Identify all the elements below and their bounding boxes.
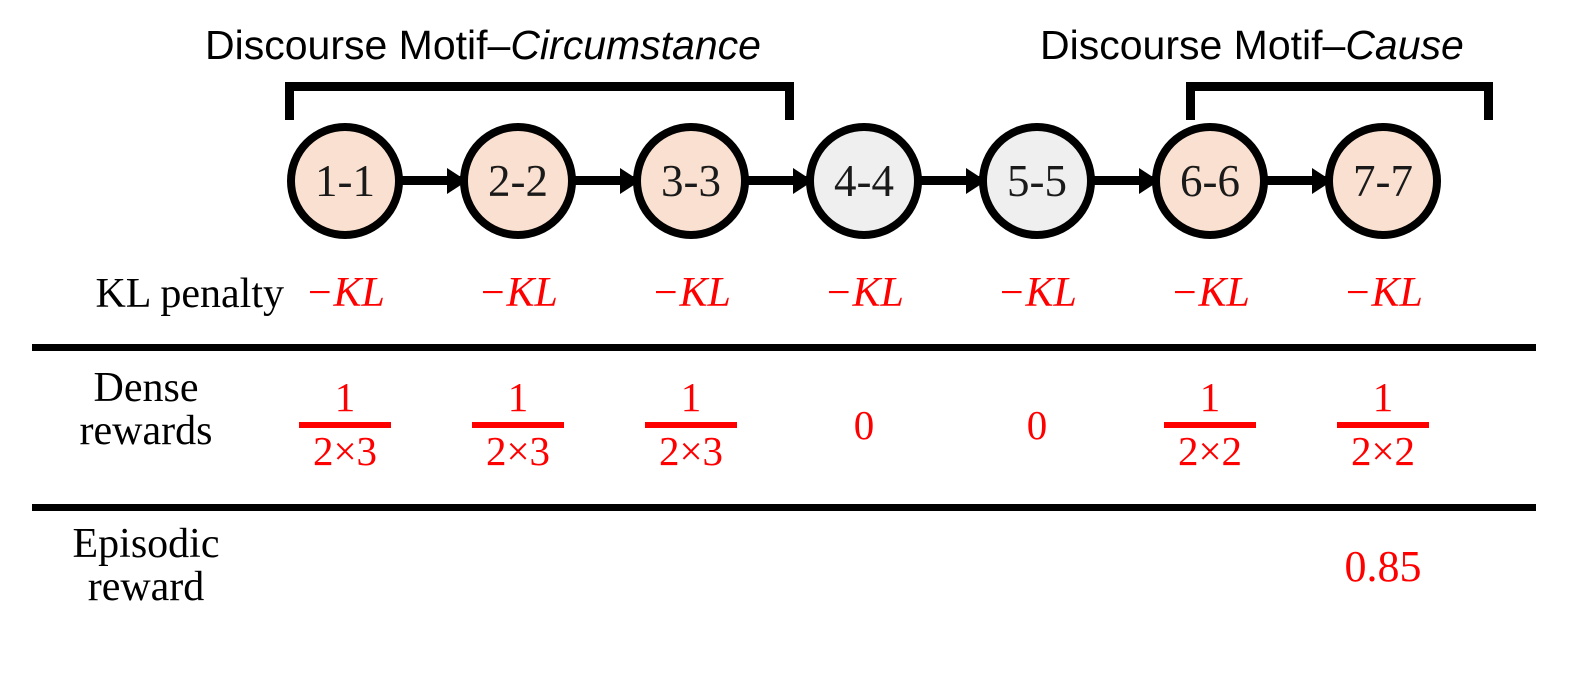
fraction-numerator: 1 (1199, 374, 1221, 421)
dense-reward-value: 0 (1026, 401, 1048, 448)
row-label-dense-rewards: Dense rewards (8, 367, 284, 453)
row-label-kl-penalty: KL penalty (95, 271, 284, 317)
row-label-line-1: Dense (93, 365, 199, 411)
arrow-6-to-7 (1267, 176, 1329, 185)
fraction-bar (1164, 422, 1256, 428)
node-5-5[interactable]: 5-5 (979, 123, 1095, 239)
fraction: 1 2×3 (645, 374, 737, 474)
row-label-line-2: reward (87, 563, 205, 610)
arrow-1-to-2 (402, 176, 464, 185)
dense-reward-cell-7: 1 2×2 (1313, 360, 1453, 490)
node-label: 4-4 (834, 156, 894, 206)
table-rule-upper (32, 344, 1536, 351)
row-label-episodic-reward: Episodic reward (8, 523, 284, 609)
node-4-4[interactable]: 4-4 (806, 123, 922, 239)
node-6-6[interactable]: 6-6 (1152, 123, 1268, 239)
kl-penalty-cell-1: −KL (275, 272, 415, 314)
row-label-line-2: rewards (79, 407, 213, 454)
episodic-reward-value: 0.85 (1344, 542, 1422, 591)
fraction-numerator: 1 (507, 374, 529, 421)
kl-penalty-value: −KL (478, 270, 558, 316)
motif-caption-prefix: Discourse Motif– (1040, 22, 1346, 68)
arrow-4-to-5 (921, 176, 983, 185)
motif-caption-prefix: Discourse Motif– (205, 22, 511, 68)
kl-penalty-cell-6: −KL (1140, 272, 1280, 314)
fraction-bar (645, 422, 737, 428)
node-label: 6-6 (1180, 156, 1240, 206)
dense-reward-cell-1: 1 2×3 (275, 360, 415, 490)
fraction-denominator: 2×2 (1177, 428, 1243, 474)
fraction: 1 2×3 (299, 374, 391, 474)
kl-penalty-cell-5: −KL (967, 272, 1107, 314)
arrow-5-to-6 (1094, 176, 1156, 185)
motif-caption-circumstance: Discourse Motif–Circumstance (205, 25, 761, 66)
motif-bracket-circumstance (285, 82, 794, 120)
episodic-reward-cell-7: 0.85 (1313, 545, 1453, 589)
kl-penalty-cell-4: −KL (794, 272, 934, 314)
kl-penalty-value: −KL (824, 270, 904, 316)
dense-reward-cell-4: 0 (794, 360, 934, 490)
fraction-numerator: 1 (680, 374, 702, 421)
kl-penalty-cell-3: −KL (621, 272, 761, 314)
fraction: 1 2×2 (1337, 374, 1429, 474)
node-label: 5-5 (1007, 156, 1067, 206)
fraction-denominator: 2×3 (485, 428, 551, 474)
dense-reward-cell-6: 1 2×2 (1140, 360, 1280, 490)
fraction-numerator: 1 (334, 374, 356, 421)
node-label: 3-3 (661, 156, 721, 206)
fraction-bar (1337, 422, 1429, 428)
fraction-denominator: 2×3 (312, 428, 378, 474)
fraction-denominator: 2×2 (1350, 428, 1416, 474)
dense-reward-cell-3: 1 2×3 (621, 360, 761, 490)
row-label-line-1: Episodic (72, 521, 220, 567)
fraction: 1 2×2 (1164, 374, 1256, 474)
kl-penalty-value: −KL (1170, 270, 1250, 316)
fraction-numerator: 1 (1372, 374, 1394, 421)
fraction: 1 2×3 (472, 374, 564, 474)
arrow-2-to-3 (575, 176, 637, 185)
motif-caption-name: Circumstance (510, 22, 761, 68)
node-1-1[interactable]: 1-1 (287, 123, 403, 239)
table-rule-lower (32, 504, 1536, 511)
kl-penalty-cell-7: −KL (1313, 272, 1453, 314)
arrow-3-to-4 (748, 176, 810, 185)
dense-reward-cell-2: 1 2×3 (448, 360, 588, 490)
node-7-7[interactable]: 7-7 (1325, 123, 1441, 239)
fraction-bar (472, 422, 564, 428)
motif-caption-cause: Discourse Motif–Cause (1040, 25, 1464, 66)
dense-reward-value: 0 (853, 401, 875, 448)
kl-penalty-value: −KL (651, 270, 731, 316)
motif-caption-name: Cause (1345, 22, 1464, 68)
node-label: 2-2 (488, 156, 548, 206)
motif-bracket-cause (1186, 82, 1493, 120)
kl-penalty-value: −KL (305, 270, 385, 316)
kl-penalty-value: −KL (1343, 270, 1423, 316)
kl-penalty-value: −KL (997, 270, 1077, 316)
dense-reward-cell-5: 0 (967, 360, 1107, 490)
kl-penalty-cell-2: −KL (448, 272, 588, 314)
node-label: 7-7 (1353, 156, 1413, 206)
fraction-bar (299, 422, 391, 428)
node-label: 1-1 (315, 156, 375, 206)
node-2-2[interactable]: 2-2 (460, 123, 576, 239)
node-3-3[interactable]: 3-3 (633, 123, 749, 239)
fraction-denominator: 2×3 (658, 428, 724, 474)
